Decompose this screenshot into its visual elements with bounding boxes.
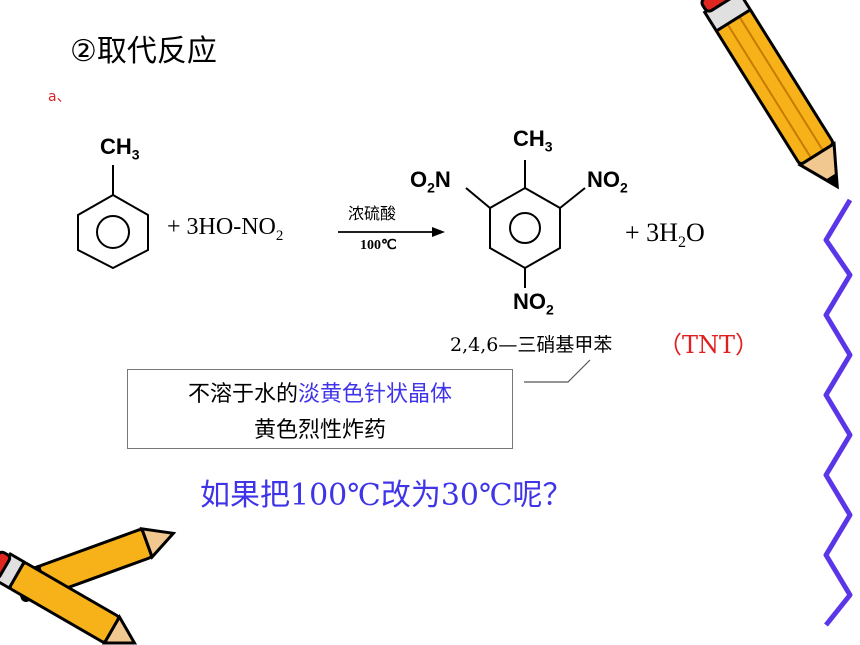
- reactant-methyl-label: CH3: [100, 134, 140, 163]
- condition-temperature: 100℃: [360, 238, 397, 253]
- property-note-box: [127, 369, 513, 449]
- reaction-arrow: [338, 227, 445, 237]
- note-line-1: 不溶于水的淡黄色针状晶体: [187, 382, 453, 407]
- pencil-icon: [700, 0, 839, 190]
- nitro-group-bottom: NO2: [513, 289, 554, 318]
- callout-line: [524, 359, 591, 383]
- condition-catalyst: 浓硫酸: [348, 204, 397, 223]
- note-line-2: 黄色烈性炸药: [253, 418, 386, 443]
- water-product: + 3H2O: [625, 218, 705, 252]
- tnt-label: （TNT）: [658, 331, 760, 359]
- nitric-acid-reagent: + 3HO-NO2: [167, 214, 284, 244]
- product-name: 2,4,6—三硝基甲苯: [450, 334, 613, 356]
- toluene-ring: [77, 165, 149, 270]
- pencil-icon: [0, 550, 138, 645]
- product-methyl-label: CH3: [513, 126, 553, 155]
- decorative-squiggle: [823, 198, 853, 627]
- nitro-group-left: O2N: [410, 167, 451, 196]
- nitro-group-right: NO2: [587, 167, 628, 196]
- item-label-a: a、: [48, 89, 71, 105]
- tnt-ring: [465, 160, 586, 288]
- slide-title: ②取代反应: [70, 34, 217, 69]
- question-text: 如果把100℃改为30℃呢？: [200, 478, 573, 513]
